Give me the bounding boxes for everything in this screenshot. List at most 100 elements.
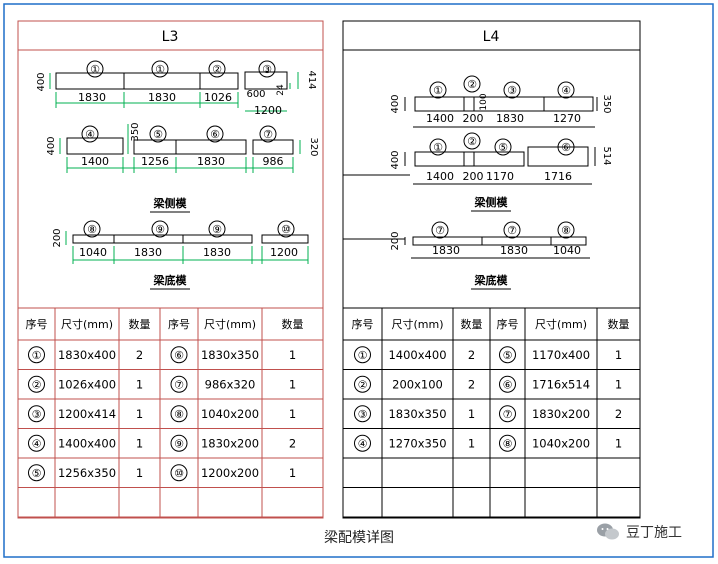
l3-table-cell: 1 xyxy=(136,436,143,450)
l3-table-cell: ② xyxy=(32,378,42,391)
l3-height-bottom: 200 xyxy=(52,228,63,247)
l4-marker-1-text: ① xyxy=(433,84,443,97)
l3-panel-4 xyxy=(66,137,124,155)
l4-table-row-marker xyxy=(354,346,371,364)
l4-table-row-marker xyxy=(499,405,516,423)
l4-height-row1: 400 xyxy=(390,94,401,113)
l4-dim-1b: 1400 xyxy=(426,170,454,183)
l3-table-cell: 1 xyxy=(289,466,296,480)
l4-bottom-row: ⑦ ⑦ ⑧ 1830 1830 1040 200 xyxy=(390,221,590,259)
l3-table-row-marker xyxy=(170,464,188,482)
l3-table-cell: 1256x350 xyxy=(58,466,116,480)
l3-table-cell: 1200x200 xyxy=(201,466,259,480)
l3-table-row-marker xyxy=(28,405,45,423)
l3-marker-1b xyxy=(151,60,169,78)
l4-table-cell: ③ xyxy=(358,408,368,421)
l4-title: L4 xyxy=(483,29,500,45)
l3-dim-1a: 1830 xyxy=(78,91,106,104)
l4-marker-4-text: ④ xyxy=(561,84,571,97)
l3-dim-6: 1830 xyxy=(197,155,225,168)
l3-table-cell: 1 xyxy=(289,348,296,362)
l3-frame xyxy=(17,20,324,519)
l4-table-cell: ⑤ xyxy=(503,349,513,362)
l4-height-bottom: 200 xyxy=(390,231,401,250)
l3-table-cell: 1830x350 xyxy=(201,348,259,362)
l3-table-cell: ⑨ xyxy=(174,437,184,450)
l3-table-cell: ④ xyxy=(32,437,42,450)
l4-table-cell: 1040x200 xyxy=(532,436,590,450)
l3-table-row-marker xyxy=(28,464,45,482)
l3-table-cell: 1 xyxy=(136,377,143,391)
l4-table-cell: ⑦ xyxy=(503,408,513,421)
l4-table-cell: ④ xyxy=(358,437,368,450)
l3-table-cell: 1026x400 xyxy=(58,377,116,391)
l4-table-row-marker xyxy=(499,434,516,452)
l4-dim-7a: 1830 xyxy=(432,244,460,257)
l3-extra-600: 600 xyxy=(246,89,265,100)
l3-panel-3 xyxy=(244,71,288,90)
l4-dim-6: 1716 xyxy=(544,170,572,183)
l3-dim-1b: 1830 xyxy=(148,91,176,104)
l4-marker-2b-text: ② xyxy=(467,135,477,148)
l3-table-header-cell: 尺寸(mm) xyxy=(204,317,256,331)
l3-table-row-marker xyxy=(28,346,45,364)
watermark: 豆丁施工 xyxy=(596,522,682,542)
l3-table-cell: 1830x200 xyxy=(201,436,259,450)
l4-table-cell: 2 xyxy=(468,377,475,391)
l3-table-cell: 1200x414 xyxy=(58,407,116,421)
l3-marker-10-text: ⑩ xyxy=(281,223,291,236)
l3-dim-2: 1026 xyxy=(204,91,232,104)
l4-marker-1b-text: ① xyxy=(433,141,443,154)
l3-marker-1a-text: ① xyxy=(90,63,100,76)
figure-caption: 梁配模详图 xyxy=(324,530,394,546)
l3-panel-7 xyxy=(252,139,294,155)
l3-extra-414: 414 xyxy=(306,70,317,89)
l3-dim-8: 1040 xyxy=(79,246,107,259)
l4-marker-2-text: ② xyxy=(467,78,477,91)
l3-marker-8-text: ⑧ xyxy=(87,223,97,236)
l3-marker-9b-text: ⑨ xyxy=(212,223,222,236)
l4-table-header-cell: 序号 xyxy=(497,317,519,331)
l4-side-row1: ① ② ③ ④ 1400 200 1830 1270 400 100 350 xyxy=(390,75,612,128)
l4-dim-2b: 200 xyxy=(463,170,484,183)
l3-table-header-cell: 序号 xyxy=(168,317,190,331)
l4-dim-7b: 1830 xyxy=(500,244,528,257)
l3-marker-9a-text: ⑨ xyxy=(155,223,165,236)
l3-table-cell: 1 xyxy=(289,407,296,421)
l3-table-cell: ⑧ xyxy=(174,408,184,421)
l3-table-row-marker xyxy=(28,375,45,393)
l3-table-cell: 986x320 xyxy=(205,377,256,391)
l3-table-cell: ⑩ xyxy=(174,467,184,480)
l3-table-row-marker xyxy=(170,434,188,452)
l4-marker-7b-text: ⑦ xyxy=(507,224,517,237)
l3-bottom-row: ⑧ ⑨ ⑨ ⑩ 1040 1830 1830 1200 200 xyxy=(52,220,309,264)
l3-marker-1a xyxy=(86,60,104,78)
l3-marker-3 xyxy=(258,60,276,78)
l3-table-cell: 1040x200 xyxy=(201,407,259,421)
l3-dim-7: 986 xyxy=(263,155,284,168)
l3-side-row1: ① ① ② ③ 1830 1830 1026 1200 600 24 414 4… xyxy=(36,60,317,117)
l3-table-cell: 1830x400 xyxy=(58,348,116,362)
l3-table-row-marker xyxy=(28,434,45,452)
l4-table-header-cell: 数量 xyxy=(608,318,630,331)
l4-table-cell: 1270x350 xyxy=(388,436,446,450)
l4-table-cell: 1400x400 xyxy=(388,348,446,362)
l4-dim-5: 1170 xyxy=(486,170,514,183)
l4-table-header-cell: 序号 xyxy=(352,317,374,331)
l4-marker-5-text: ⑤ xyxy=(498,141,508,154)
l3-marker-3-text: ③ xyxy=(262,63,272,76)
l3-marker-2 xyxy=(208,60,226,78)
l4-table-cell: 1 xyxy=(615,436,622,450)
l3-panel-2 xyxy=(199,72,239,90)
l4-extra-514: 514 xyxy=(601,146,612,165)
l4-table-cell: 2 xyxy=(468,348,475,362)
l4-side-label: 梁侧模 xyxy=(474,195,509,209)
l3-dim-9b: 1830 xyxy=(203,246,231,259)
l3-extra-24: 24 xyxy=(276,84,286,96)
l4-marker-8-text: ⑧ xyxy=(561,224,571,237)
l3-dim-5: 1256 xyxy=(141,155,169,168)
l4-dim-2: 200 xyxy=(463,112,484,125)
l3-dim-10: 1200 xyxy=(270,246,298,259)
l3-table-cell: 2 xyxy=(289,436,296,450)
l3-table-cell: 1 xyxy=(289,377,296,391)
